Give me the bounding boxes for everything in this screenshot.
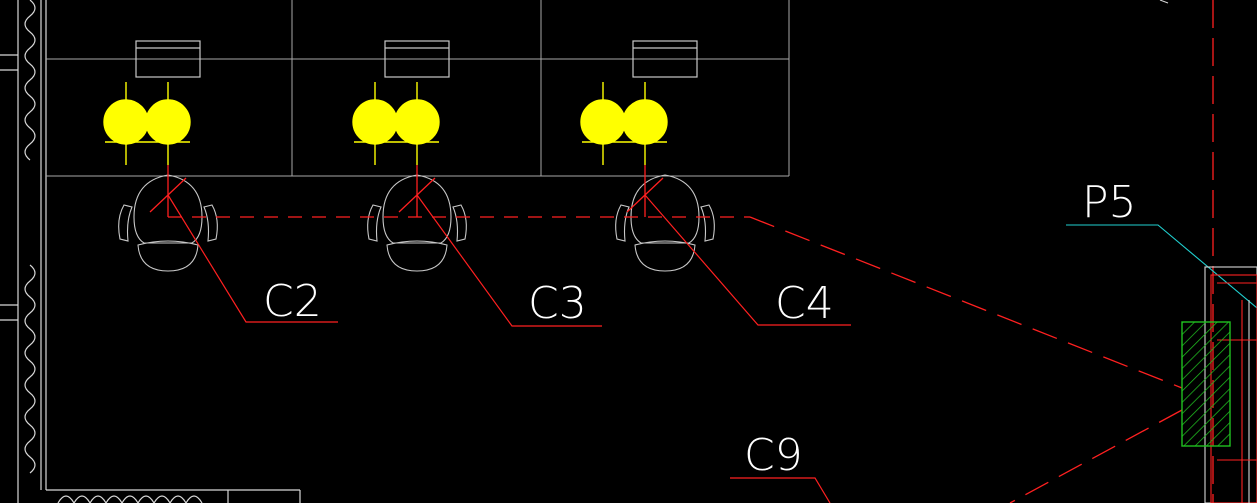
outlet-circle-right <box>394 99 440 145</box>
bottom-wall <box>46 489 301 503</box>
circuit-label-c2: C2 <box>263 276 322 327</box>
cable-route-to-panel <box>749 216 1183 389</box>
outlet-circle-left <box>103 99 149 145</box>
outlet-circle-left <box>352 99 398 145</box>
circuit-label-c4: C4 <box>775 278 834 329</box>
cable-route-c9 <box>1009 409 1183 503</box>
outlet-pair-1 <box>103 82 191 165</box>
left-wall <box>0 0 47 503</box>
leader-c4 <box>644 194 851 326</box>
leader-c2 <box>167 194 338 323</box>
chair-2 <box>367 174 467 272</box>
leaders <box>167 194 851 503</box>
outlet-pair-2 <box>352 82 440 165</box>
labels: C2 C3 C4 C9 P5 <box>263 177 1137 481</box>
monitor-2 <box>384 40 450 78</box>
panel-hatched-box <box>1181 321 1231 447</box>
outlet-circle-left <box>580 99 626 145</box>
outlet-circle-right <box>145 99 191 145</box>
curtain-bottom <box>24 264 36 474</box>
monitors <box>135 40 698 78</box>
panel-label-p5: P5 <box>1082 177 1137 228</box>
circuit-label-c9: C9 <box>744 430 803 481</box>
curtain-top <box>24 0 36 161</box>
right-top-tick <box>1159 0 1169 4</box>
monitor-1 <box>135 40 201 78</box>
circuit-label-c3: C3 <box>528 278 587 329</box>
leader-c3 <box>416 194 602 327</box>
outlets <box>103 82 668 165</box>
panel-leader-line <box>1066 224 1257 309</box>
bottom-curtain <box>57 495 203 503</box>
leader-c9 <box>730 477 831 503</box>
outlet-circle-right <box>622 99 668 145</box>
monitor-3 <box>632 40 698 78</box>
outlet-pair-3 <box>580 82 668 165</box>
